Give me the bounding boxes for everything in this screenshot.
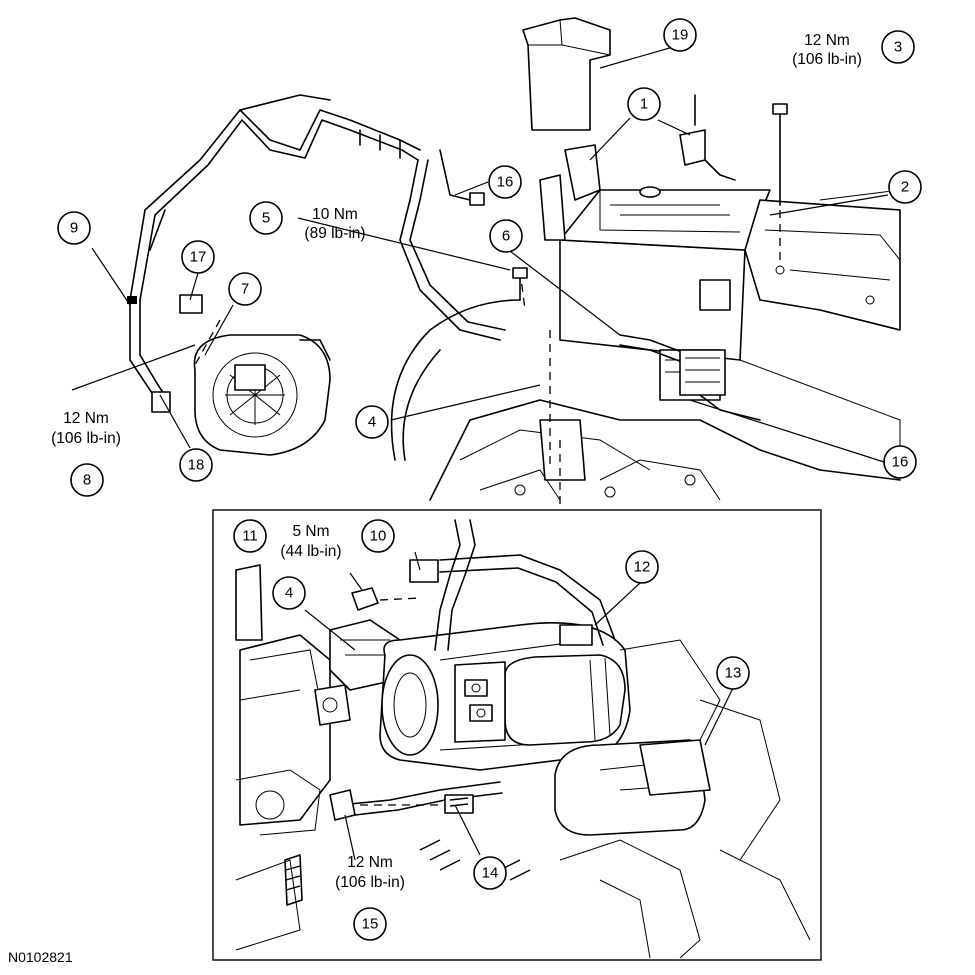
generator [151,294,331,456]
svg-text:6: 6 [502,228,510,245]
callout-19: 19 [663,18,697,52]
callout-16-right: 16 [883,445,917,479]
torque-spec-15: 12 Nm (106 lb-in) [335,854,405,891]
torque-spec-8: 12 Nm (106 lb-in) [51,410,121,447]
svg-text:7: 7 [241,281,249,298]
svg-text:8: 8 [83,472,91,489]
svg-text:2: 2 [901,179,909,196]
svg-text:15: 15 [362,916,379,933]
callout-8: 8 [70,463,104,497]
torque-spec-3: 12 Nm (106 lb-in) [792,32,862,68]
svg-text:1: 1 [640,96,648,113]
svg-text:5: 5 [262,210,270,227]
svg-text:10: 10 [370,528,387,545]
bolt-3 [772,103,788,260]
svg-text:(106 lb-in): (106 lb-in) [335,874,405,891]
svg-text:12 Nm: 12 Nm [347,854,393,871]
svg-text:16: 16 [892,454,909,471]
torque-spec-11: 5 Nm (44 lb-in) [280,523,341,560]
callout-16-top: 16 [488,165,522,199]
callout-3: 3 [881,30,915,64]
svg-text:11: 11 [242,528,258,545]
svg-text:(106 lb-in): (106 lb-in) [792,51,862,68]
svg-text:14: 14 [482,865,499,882]
svg-text:18: 18 [188,457,205,474]
callout-4-top: 4 [355,405,389,439]
svg-text:17: 17 [190,249,207,266]
svg-text:12 Nm: 12 Nm [804,32,850,49]
svg-text:(44 lb-in): (44 lb-in) [280,543,341,560]
svg-text:12 Nm: 12 Nm [63,410,109,427]
callout-4-inset: 4 [272,576,306,610]
svg-text:13: 13 [725,665,742,682]
svg-text:3: 3 [894,39,902,56]
svg-text:(89 lb-in): (89 lb-in) [304,225,365,242]
callout-2: 2 [888,170,922,204]
callout-11: 11 [233,519,267,553]
callout-12: 12 [625,550,659,584]
svg-text:4: 4 [368,414,376,431]
callout-6: 6 [489,219,523,253]
battery-cover [522,17,611,131]
svg-text:16: 16 [497,174,514,191]
callout-10: 10 [361,519,395,553]
callout-5: 5 [249,201,283,235]
ground-cable [619,334,761,421]
callout-7: 7 [228,272,262,306]
svg-text:10 Nm: 10 Nm [312,206,358,223]
svg-text:5 Nm: 5 Nm [292,523,329,540]
torque-spec-5: 10 Nm (89 lb-in) [304,206,365,242]
leader-lines [71,44,889,861]
body-bracket [739,189,901,480]
callout-18: 18 [179,448,213,482]
callout-9: 9 [57,211,91,245]
callout-1: 1 [627,87,661,121]
callout-14: 14 [473,856,507,890]
svg-text:9: 9 [70,220,78,237]
figure-id: N0102821 [8,949,73,965]
callout-13: 13 [716,656,750,690]
svg-text:4: 4 [285,585,293,602]
bolt-5 [512,267,528,301]
callout-17: 17 [181,240,215,274]
svg-text:19: 19 [672,27,689,44]
callout-15: 15 [353,907,387,941]
battery [559,186,771,361]
inset-illustration [235,519,811,959]
wiring-harness [127,94,506,406]
svg-text:(106 lb-in): (106 lb-in) [51,430,121,447]
svg-text:12: 12 [634,559,651,576]
